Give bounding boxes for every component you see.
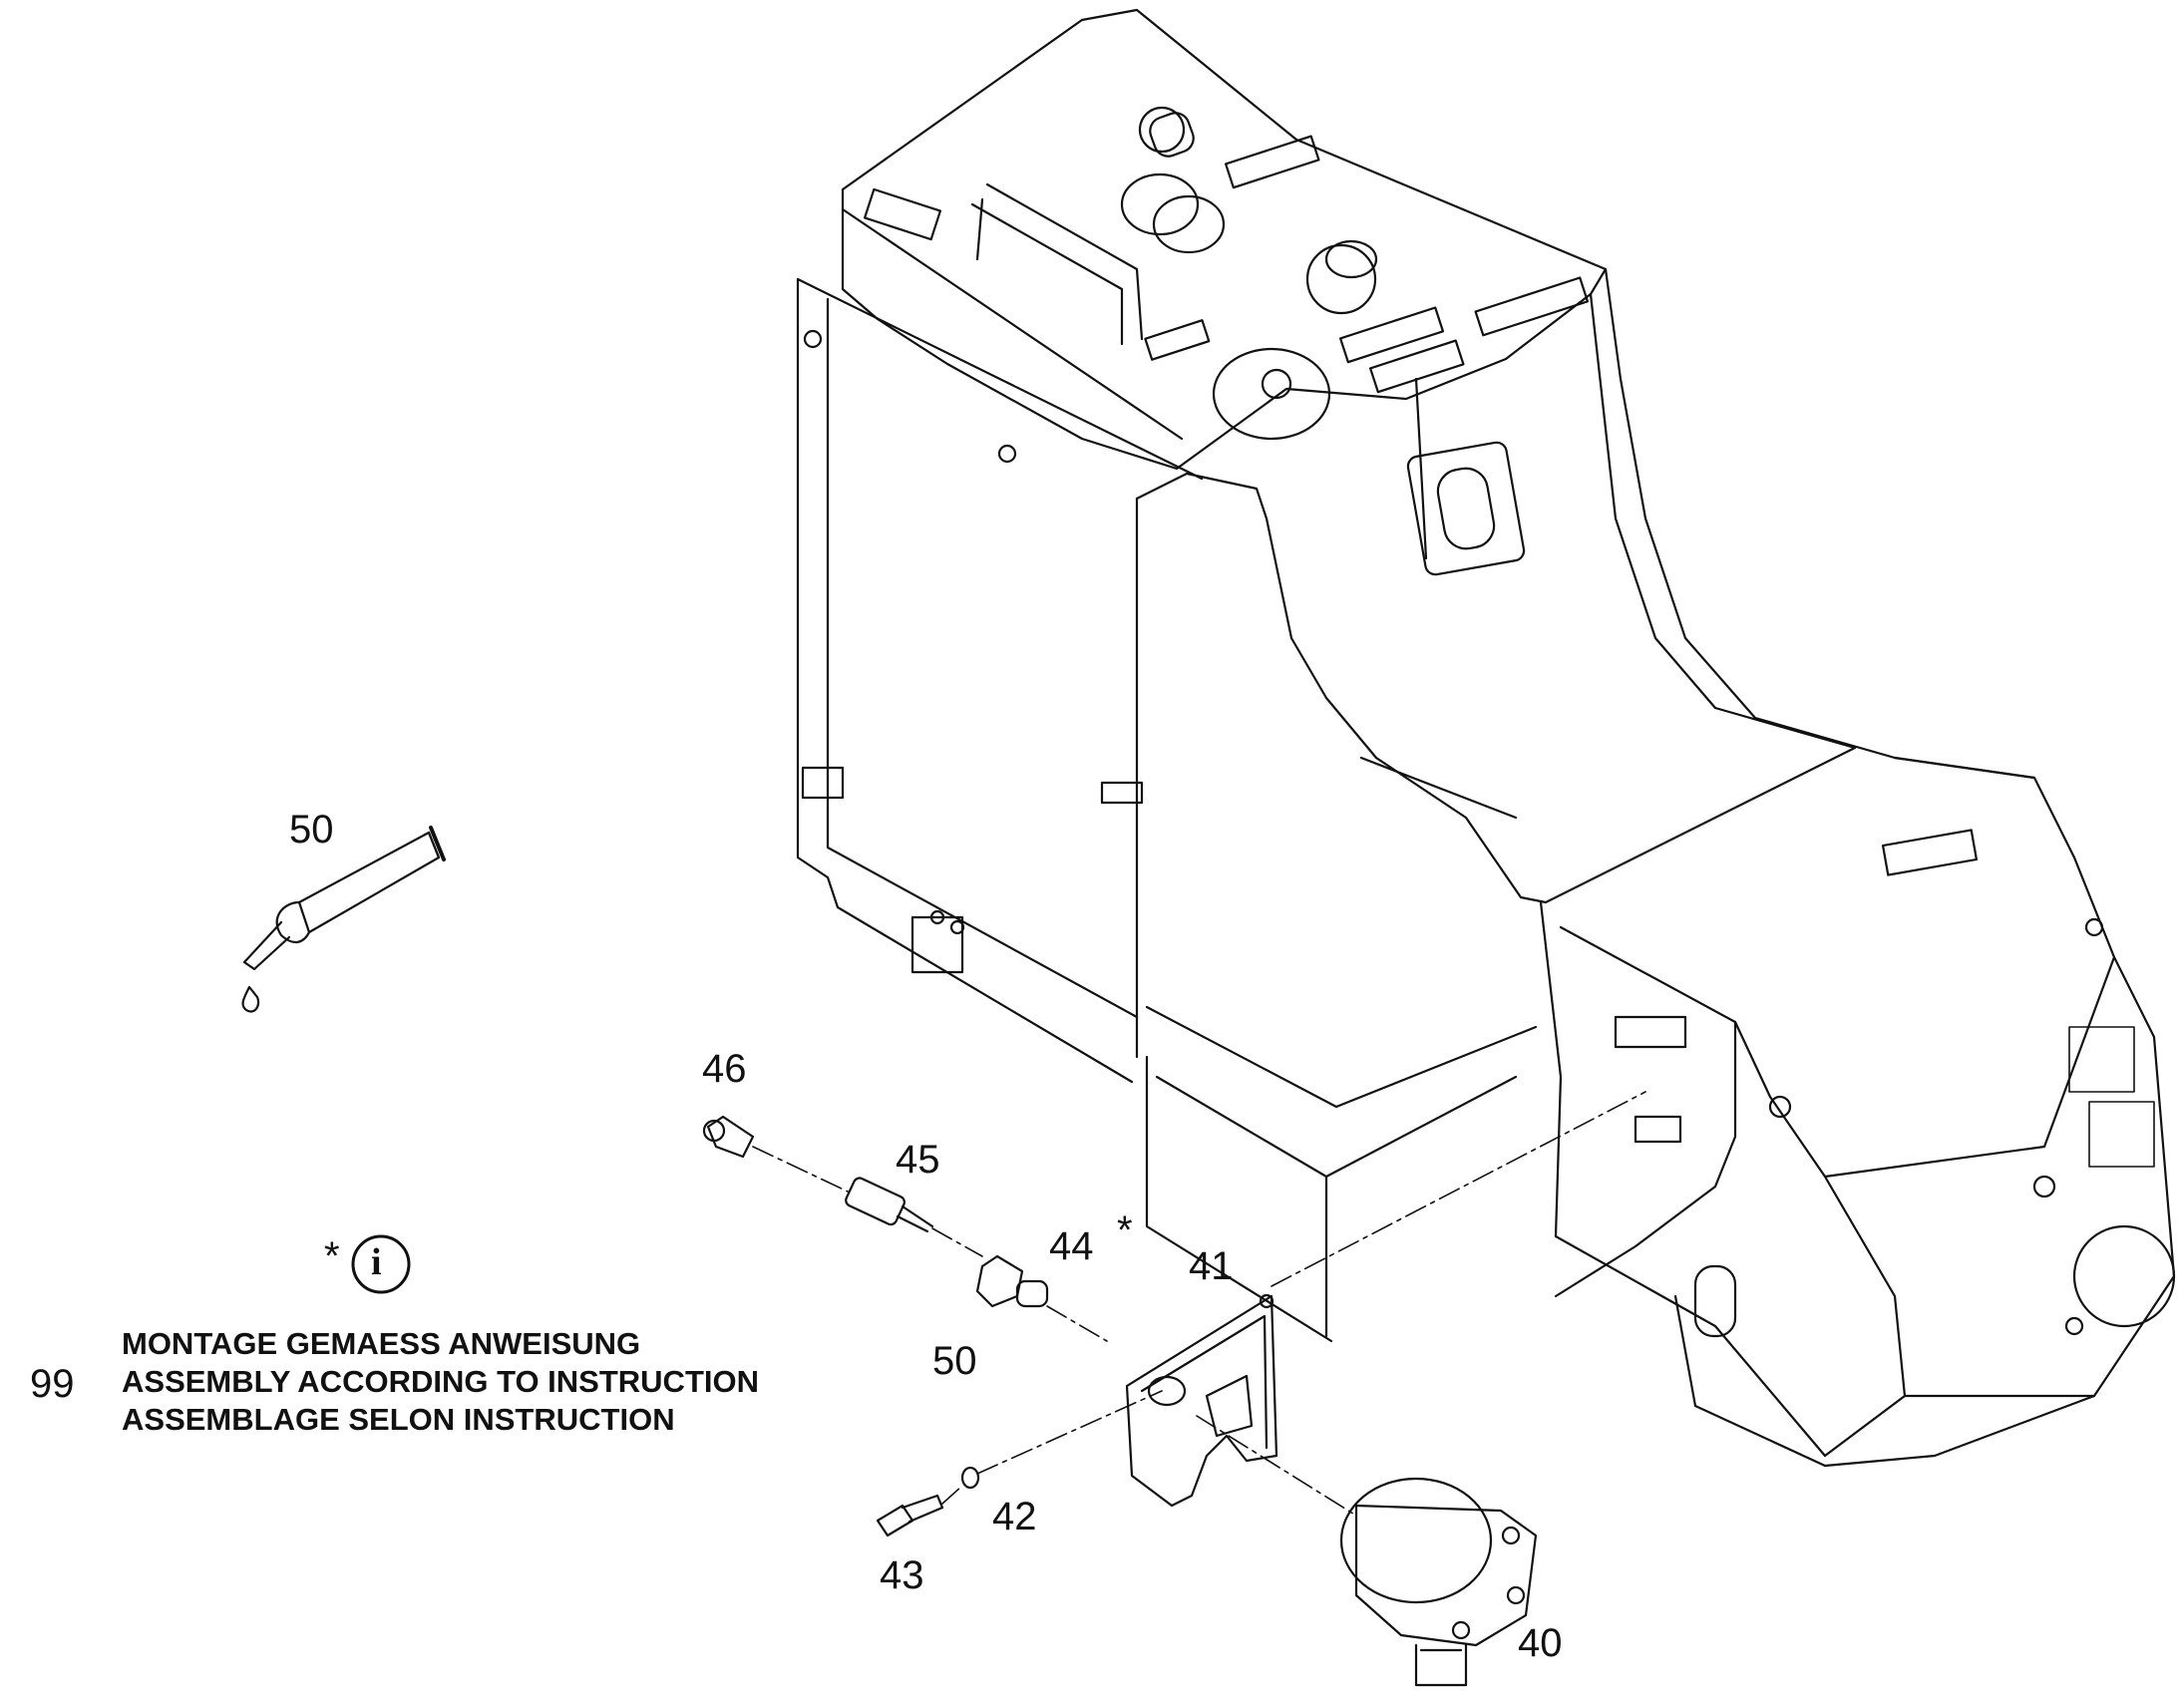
sealant-tube-drawing [241, 826, 446, 1013]
housing-top-plate [841, 8, 1608, 471]
plug-50 [975, 1254, 1049, 1308]
housing-assembly [796, 8, 2176, 1468]
callout-50-plug: 50 [932, 1339, 977, 1383]
vent-grid [2068, 1026, 2155, 1168]
housing-recess [1135, 472, 1523, 899]
fitting-45 [845, 1177, 934, 1233]
bracket-41 [1125, 1293, 1278, 1508]
callout-44-asterisk: * [1117, 1208, 1133, 1252]
callout-43: 43 [880, 1553, 924, 1597]
handle-bar [985, 182, 1144, 341]
callout-46: 46 [702, 1047, 747, 1091]
housing-top-edge [841, 207, 1184, 441]
housing-left-wall [796, 277, 1134, 1084]
callout-41: 41 [1189, 1244, 1234, 1288]
callout-42: 42 [992, 1495, 1037, 1538]
callout-45: 45 [896, 1138, 940, 1182]
callout-50-tube: 50 [289, 808, 334, 852]
fitting-46 [702, 1115, 755, 1159]
note-line-fr: ASSEMBLAGE SELON INSTRUCTION [122, 1402, 675, 1437]
washer-42 [960, 1466, 980, 1490]
info-icon: i [371, 1241, 382, 1283]
callout-44: 44 [1049, 1224, 1094, 1268]
note-asterisk: * [324, 1234, 340, 1278]
sensor-40 [1339, 1477, 1538, 1687]
housing-right-wall [1604, 267, 2176, 1468]
assembly-center-lines [752, 1091, 1646, 1517]
note-line-en: ASSEMBLY ACCORDING TO INSTRUCTION [122, 1364, 759, 1399]
note-line-de: MONTAGE GEMAESS ANWEISUNG [122, 1326, 641, 1361]
screw-43 [876, 1494, 944, 1537]
callout-40: 40 [1518, 1621, 1563, 1665]
note-ref-number: 99 [30, 1362, 75, 1406]
